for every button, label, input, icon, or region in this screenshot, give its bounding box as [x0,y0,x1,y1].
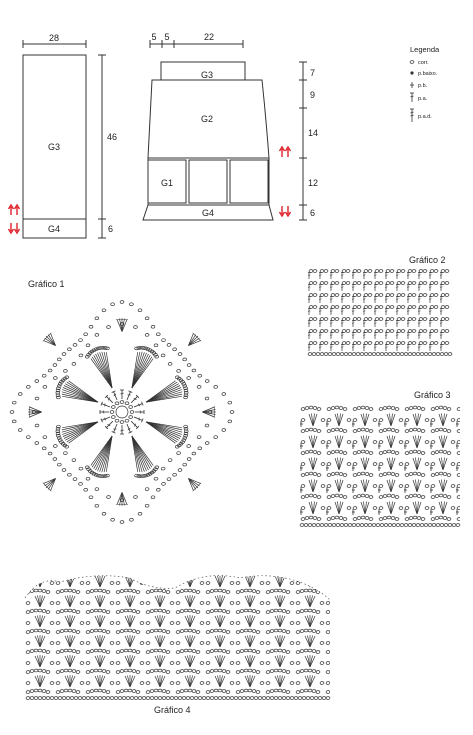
grafico-2-title: Gráfico 2 [409,255,446,265]
side-label-4: 12 [308,178,318,188]
side-label-1: 7 [310,68,315,78]
sleeve-g3-label: G3 [48,142,60,152]
grafico-4-chart [24,575,331,700]
increase-arrows-icon [278,146,292,158]
double-crochet-icon [409,92,415,103]
legend: Legenda corr. p.baixo. p.b. p.a. p.a.d. [409,45,440,122]
decrease-arrows-icon [7,222,21,234]
top-label-2: 5 [164,32,169,42]
legend-item-2: p.baixo. [418,71,438,77]
decrease-arrows-icon [278,205,292,217]
increase-arrows-icon [7,204,21,216]
body-bottom-band [142,204,274,221]
side-label-2: 9 [310,90,315,100]
legend-item-1: corr. [418,60,429,66]
chain-icon [409,60,415,64]
sleeve-width-label: 28 [49,33,59,43]
grafico-2-chart [307,268,453,356]
top-label-3: 22 [204,32,214,42]
top-label-1: 5 [151,32,156,42]
legend-item-5: p.a.d. [418,114,432,120]
body-g3-label: G3 [201,70,213,80]
side-label-5: 6 [310,208,315,218]
side-label-3: 14 [308,128,318,138]
grafico-1-chart [9,300,235,524]
grafico-3-title: Gráfico 3 [414,390,451,400]
body-g1-label: G1 [161,178,173,188]
grafico-3-chart [299,405,461,527]
grafico-1-title: Gráfico 1 [28,279,65,289]
sleeve-band-label: 6 [108,224,113,234]
body-schematic: 5 5 22 G3 G2 G1 G4 7 9 14 12 6 [142,32,318,221]
legend-item-4: p.a. [418,96,428,102]
slip-stitch-icon [410,71,414,75]
sleeve-height-label: 46 [107,132,117,142]
sleeve-body [22,54,87,239]
body-g4-label: G4 [202,208,214,218]
body-g2-label: G2 [201,114,213,124]
single-crochet-icon [409,81,415,89]
sleeve-g4-label: G4 [48,224,60,234]
legend-title: Legenda [410,45,440,54]
legend-item-3: p.b. [418,83,428,89]
grafico-4-title: Gráfico 4 [154,705,191,715]
treble-crochet-icon [410,108,414,122]
sleeve-schematic: 28 G3 G4 46 6 [7,33,117,239]
